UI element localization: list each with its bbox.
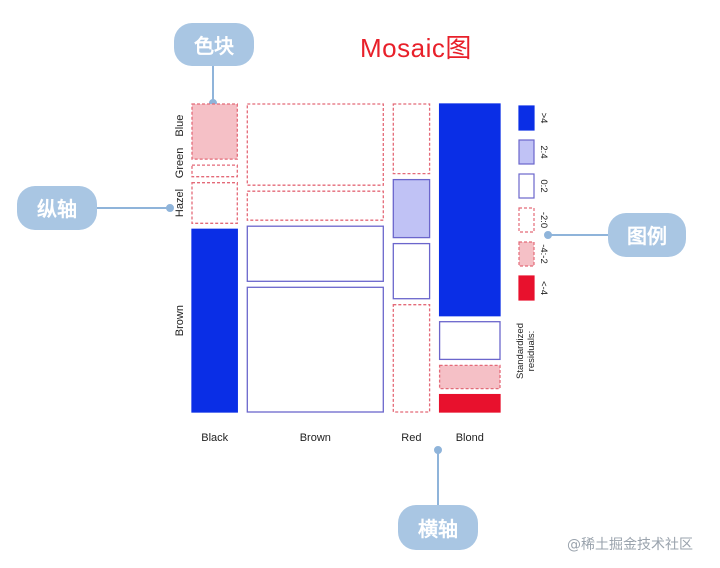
legend-label: <-4 xyxy=(538,281,549,295)
y-tick-green: Green xyxy=(174,148,186,179)
callout-x-axis-label: 横轴 xyxy=(418,517,458,541)
legend-swatch xyxy=(518,139,535,165)
mosaic-cell-brown-brown xyxy=(246,286,384,413)
mosaic-cell-blond-brown xyxy=(438,393,501,413)
mosaic-cell-red-green xyxy=(392,178,431,239)
legend-swatch xyxy=(518,207,535,233)
legend-title-line: Standardized xyxy=(515,323,526,379)
y-tick-labels: Brown Hazel Green Blue xyxy=(174,115,186,337)
mosaic-cells xyxy=(191,103,501,413)
legend-swatch xyxy=(518,241,535,267)
mosaic-cell-black-brown xyxy=(191,228,238,413)
callout-y-axis-pill xyxy=(17,186,97,230)
callout-block-pill xyxy=(174,23,254,66)
mosaic-cell-black-green xyxy=(191,164,238,178)
connector-y-axis-dot xyxy=(166,204,174,212)
mosaic-cell-red-blue xyxy=(392,103,431,175)
chart-title: Mosaic图 xyxy=(360,33,472,63)
callout-x-axis-pill xyxy=(398,505,478,550)
legend-label: -2:0 xyxy=(538,212,549,228)
legend-title-line: residuals: xyxy=(526,331,537,372)
y-tick-hazel: Hazel xyxy=(174,189,186,217)
mosaic-cell-black-blue xyxy=(191,103,238,160)
legend-swatch xyxy=(518,275,535,301)
legend-swatch xyxy=(518,173,535,199)
callout-y-axis: 纵轴 xyxy=(17,186,97,230)
legend-label: 0:2 xyxy=(538,179,549,192)
x-tick-black: Black xyxy=(201,432,228,444)
mosaic-cell-blond-green xyxy=(438,321,501,361)
callout-legend-pill xyxy=(608,213,686,257)
callout-legend-label: 图例 xyxy=(627,224,667,248)
mosaic-cell-blond-hazel xyxy=(438,364,501,390)
x-tick-blond: Blond xyxy=(456,432,484,444)
mosaic-cell-black-hazel xyxy=(191,182,238,224)
y-tick-blue: Blue xyxy=(174,115,186,137)
mosaic-cell-red-hazel xyxy=(392,242,431,300)
mosaic-cell-brown-blue xyxy=(246,103,384,186)
x-tick-labels: Black Brown Red Blond xyxy=(201,432,484,444)
legend-label: >4 xyxy=(538,113,549,124)
callout-legend: 图例 xyxy=(608,213,686,257)
callout-block-label: 色块 xyxy=(194,34,235,58)
callout-y-axis-label: 纵轴 xyxy=(37,197,77,221)
mosaic-cell-blond-blue xyxy=(438,103,501,317)
mosaic-cell-red-brown xyxy=(392,304,431,413)
watermark: @稀土掘金技术社区 xyxy=(567,537,693,553)
callout-x-axis: 横轴 xyxy=(398,505,478,550)
mosaic-cell-brown-hazel xyxy=(246,225,384,282)
y-tick-brown: Brown xyxy=(174,305,186,336)
x-tick-brown: Brown xyxy=(300,432,331,444)
callout-block: 色块 xyxy=(174,23,254,66)
legend-swatch xyxy=(518,105,535,131)
legend-label: -4:-2 xyxy=(538,244,549,264)
connector-x-axis-dot xyxy=(434,446,442,454)
mosaic-cell-brown-green xyxy=(246,190,384,221)
x-tick-red: Red xyxy=(401,432,421,444)
connector-legend-dot xyxy=(544,231,552,239)
legend-label: 2:4 xyxy=(538,145,549,158)
